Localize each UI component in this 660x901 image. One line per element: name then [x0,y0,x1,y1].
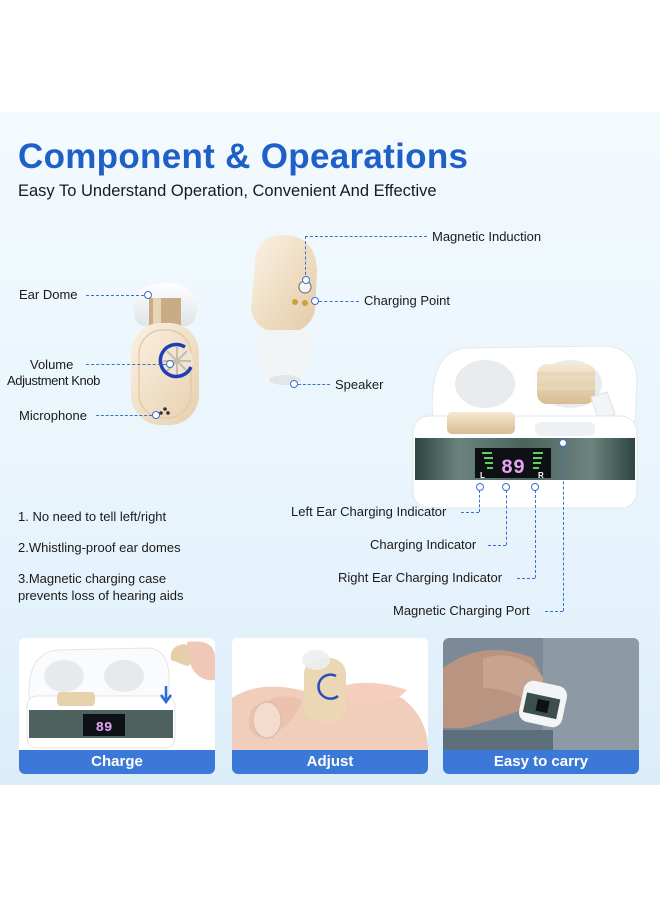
feature-item-3: 3.Magnetic charging case prevents loss o… [18,571,184,603]
carry-photo [443,638,639,750]
feature-item-2: 2.Whistling-proof ear domes [18,540,181,555]
label-left-indicator: Left Ear Charging Indicator [291,504,447,519]
card-charge: 89 Charge [19,638,215,774]
svg-text:L: L [480,471,485,480]
label-speaker: Speaker [335,377,384,392]
leader-magnetic-induction [305,236,427,237]
page-subtitle: Easy To Understand Operation, Convenient… [18,182,437,200]
leader-left-indicator-h [461,512,479,513]
label-charging-point: Charging Point [364,293,450,308]
leader-right-indicator-v [535,490,536,578]
label-charging-indicator: Charging Indicator [370,537,477,552]
leader-ear-dome [86,295,144,296]
point-volume [166,360,174,368]
leader-charging-port-v [563,446,564,611]
feature-item-1: 1. No need to tell left/right [18,509,167,524]
label-microphone: Microphone [19,408,87,423]
point-charging-point [311,297,319,305]
case-display-digits: 89 [501,457,525,480]
charge-photo: 89 [19,638,215,750]
svg-text:R: R [538,471,544,480]
label-adjustment-knob: Adjustment Knob [7,373,101,388]
leader-charging-indicator-h [488,545,506,546]
card-easy-to-carry: Easy to carry [443,638,639,774]
point-ear-dome [144,291,152,299]
label-charging-port: Magnetic Charging Port [393,603,530,618]
card-caption-adjust: Adjust [232,750,428,774]
point-magnetic-induction [302,276,310,284]
svg-text:89: 89 [96,720,113,736]
card-caption-easy-to-carry: Easy to carry [443,750,639,774]
label-right-indicator: Right Ear Charging Indicator [338,570,503,585]
point-speaker [290,380,298,388]
leader-right-indicator-h [517,578,535,579]
adjust-photo [232,638,428,750]
leader-charging-indicator-v [506,490,507,545]
leader-speaker [298,384,330,385]
card-adjust: Adjust [232,638,428,774]
card-caption-charge: Charge [19,750,215,774]
label-ear-dome: Ear Dome [19,287,78,302]
page-title: Component & Opearations [18,137,469,176]
label-magnetic-induction: Magnetic Induction [432,229,542,244]
right-earpiece-illustration [251,235,317,385]
label-volume: Volume [30,357,74,372]
leader-volume [86,364,166,365]
leader-microphone [96,415,152,416]
leader-charging-port-h [545,611,563,612]
left-earpiece-illustration [131,283,199,425]
leader-charging-point [319,301,359,302]
point-left-indicator [476,483,484,491]
point-microphone [152,411,160,419]
leader-magnetic-induction-vertical [305,236,306,280]
charging-case-illustration: 89 L R [412,345,638,509]
leader-left-indicator-v [479,490,480,512]
